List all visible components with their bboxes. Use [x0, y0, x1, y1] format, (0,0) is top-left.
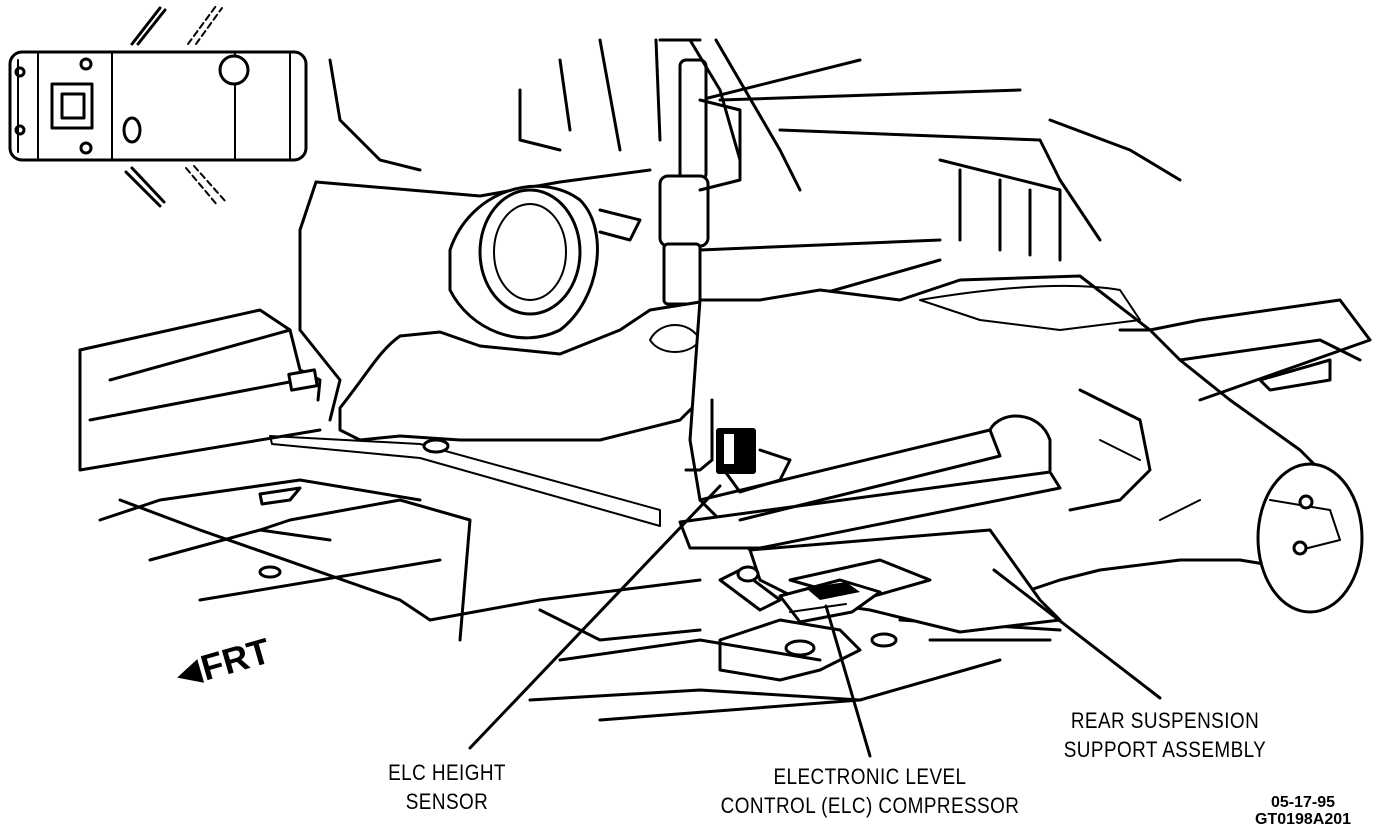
revision-date: 05-17-95	[1270, 794, 1336, 811]
wheel-hub	[448, 184, 642, 340]
callout-leaders	[468, 484, 1162, 758]
elc-height-sensor	[684, 398, 792, 494]
callout-line: SENSOR	[405, 789, 489, 814]
shock-absorber	[658, 38, 802, 306]
callout-line: ELC HEIGHT	[388, 760, 506, 785]
callout-line: SUPPORT ASSEMBLY	[1063, 737, 1267, 762]
callout-line: CONTROL (ELC) COMPRESSOR	[720, 793, 1020, 818]
body-structure	[78, 38, 1182, 722]
callout-line: ELECTRONIC LEVEL	[773, 764, 967, 789]
callout-elc-height-sensor: ELC HEIGHT SENSOR	[383, 758, 512, 816]
drawing-code: 05-17-95 GT0198A201	[1244, 794, 1362, 828]
inset-detail	[8, 5, 308, 208]
rear-suspension-support	[269, 274, 1372, 634]
drawing-id: GT0198A201	[1254, 811, 1352, 828]
elc-compressor	[736, 565, 882, 624]
callout-rear-suspension-support: REAR SUSPENSION SUPPORT ASSEMBLY	[1058, 706, 1273, 764]
callout-line: REAR SUSPENSION	[1070, 708, 1260, 733]
callout-elc-compressor: ELECTRONIC LEVEL CONTROL (ELC) COMPRESSO…	[715, 762, 1025, 820]
